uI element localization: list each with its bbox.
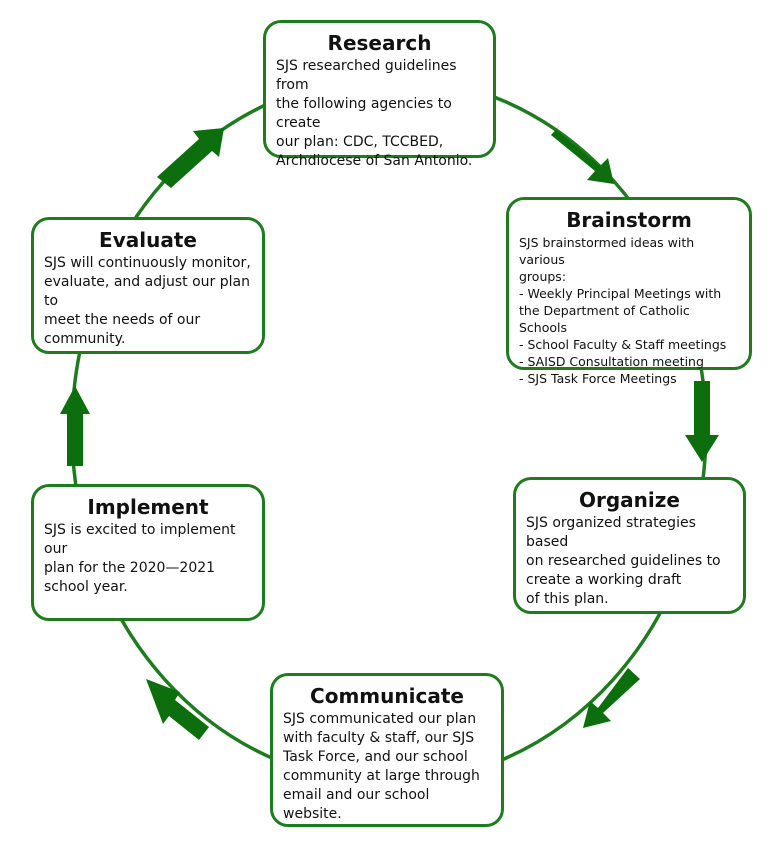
step-description: SJS will continuously monitor, evaluate,… xyxy=(44,255,251,347)
step-description: SJS organized strategies based on resear… xyxy=(526,515,721,607)
arrow-research-to-brainstorm xyxy=(551,124,614,184)
arrow-communicate-to-implement xyxy=(146,679,209,740)
arrow-evaluate-to-research xyxy=(157,128,224,188)
arrow-organize-to-communicate xyxy=(583,668,640,728)
step-title: Research xyxy=(327,31,432,55)
step-brainstorm: Brainstorm SJS brainstormed ideas with v… xyxy=(506,197,752,386)
step-implement: Implement SJS is excited to implement ou… xyxy=(31,484,265,621)
step-description: SJS is excited to implement our plan for… xyxy=(44,522,236,595)
step-description: SJS brainstormed ideas with various grou… xyxy=(519,235,727,386)
step-communicate: Communicate SJS communicated our plan wi… xyxy=(270,673,504,827)
arrow-implement-to-evaluate xyxy=(60,386,90,466)
step-description: SJS communicated our plan with faculty &… xyxy=(283,711,480,822)
step-title: Communicate xyxy=(310,684,464,708)
step-description: SJS researched guidelines from the follo… xyxy=(276,58,473,169)
step-evaluate: Evaluate SJS will continuously monitor, … xyxy=(31,217,265,354)
step-research: Research SJS researched guidelines from … xyxy=(263,20,496,169)
step-title: Organize xyxy=(579,488,680,512)
step-title: Implement xyxy=(87,495,209,519)
arrow-brainstorm-to-organize xyxy=(685,381,719,462)
step-title: Brainstorm xyxy=(566,208,692,232)
step-title: Evaluate xyxy=(99,228,197,252)
step-organize: Organize SJS organized strategies based … xyxy=(513,477,746,614)
